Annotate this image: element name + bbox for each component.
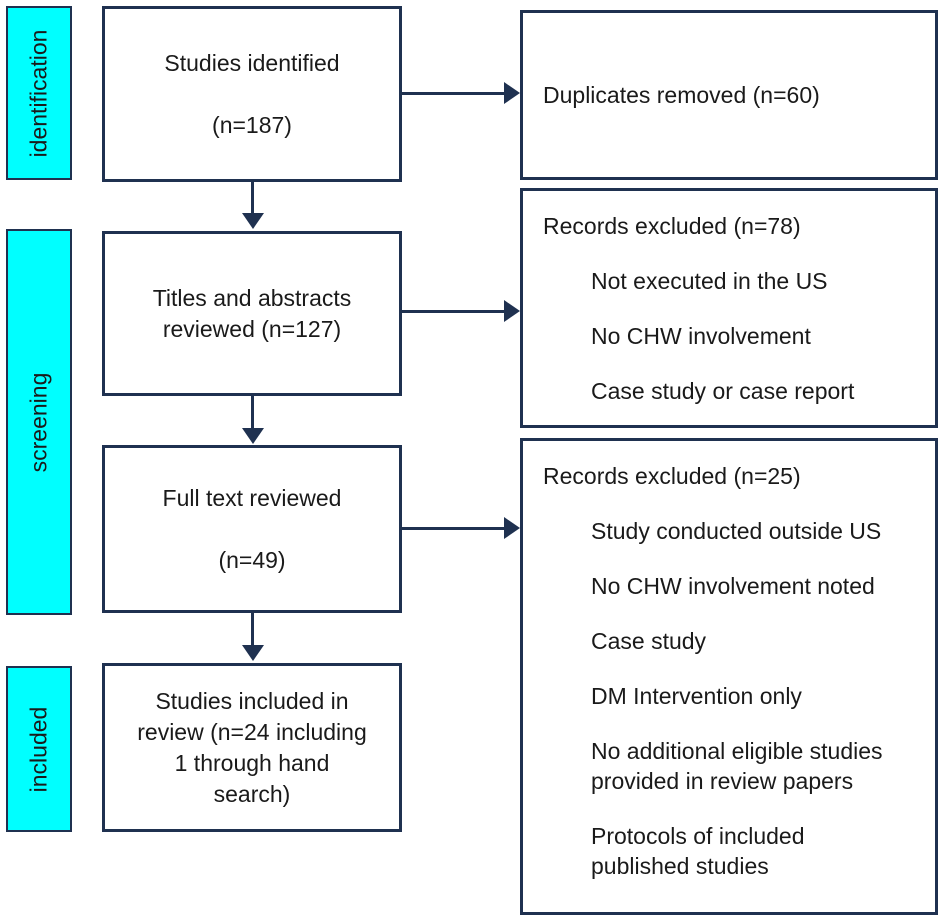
arrow-head-right-icon: [504, 517, 520, 539]
exclusion-reason: Study conducted outside US: [591, 518, 882, 544]
box-records-excluded-78-title: Records excluded (n=78): [543, 213, 801, 239]
stage-box-included: included: [6, 666, 72, 832]
stage-label-included: included: [25, 706, 52, 792]
arrow-line: [251, 182, 254, 214]
box-studies-identified: Studies identified (n=187): [102, 6, 402, 182]
box-studies-identified-text: Studies identified (n=187): [164, 49, 340, 138]
arrow-head-right-icon: [504, 82, 520, 104]
box-full-text-reviewed-text: Full text reviewed (n=49): [162, 484, 342, 573]
stage-box-screening: screening: [6, 229, 72, 615]
exclusion-reason: Case study or case report: [591, 378, 855, 404]
exclusion-reason: No CHW involvement: [591, 323, 811, 349]
exclusion-reason: Case study: [591, 628, 707, 654]
exclusion-reason: No CHW involvement noted: [591, 573, 875, 599]
box-records-excluded-25-title: Records excluded (n=25): [543, 463, 801, 489]
arrow-head-down-icon: [242, 645, 264, 661]
box-studies-included: Studies included in review (n=24 includi…: [102, 663, 402, 832]
box-duplicates-removed-title: Duplicates removed (n=60): [543, 82, 820, 108]
box-titles-abstracts-reviewed: Titles and abstracts reviewed (n=127): [102, 231, 402, 396]
exclusion-reason: Protocols of included published studies: [591, 823, 805, 879]
arrow-line: [402, 527, 505, 530]
arrow-head-down-icon: [242, 428, 264, 444]
exclusion-reason: Not executed in the US: [591, 268, 828, 294]
box-duplicates-removed: Duplicates removed (n=60): [520, 10, 938, 180]
exclusion-reason: No additional eligible studies provided …: [591, 738, 883, 794]
arrow-line: [402, 92, 505, 95]
stage-label-identification: identification: [25, 29, 52, 157]
arrow-line: [251, 396, 254, 429]
arrow-head-down-icon: [242, 213, 264, 229]
arrow-head-right-icon: [504, 300, 520, 322]
box-records-excluded-78: Records excluded (n=78) Not executed in …: [520, 188, 938, 428]
box-full-text-reviewed: Full text reviewed (n=49): [102, 445, 402, 613]
arrow-line: [402, 310, 505, 313]
box-studies-included-text: Studies included in review (n=24 includi…: [137, 687, 367, 807]
arrow-line: [251, 613, 254, 646]
exclusion-reason: DM Intervention only: [591, 683, 802, 709]
box-records-excluded-25: Records excluded (n=25) Study conducted …: [520, 438, 938, 915]
box-titles-abstracts-reviewed-text: Titles and abstracts reviewed (n=127): [152, 284, 352, 342]
stage-label-screening: screening: [25, 372, 52, 472]
stage-box-identification: identification: [6, 6, 72, 180]
